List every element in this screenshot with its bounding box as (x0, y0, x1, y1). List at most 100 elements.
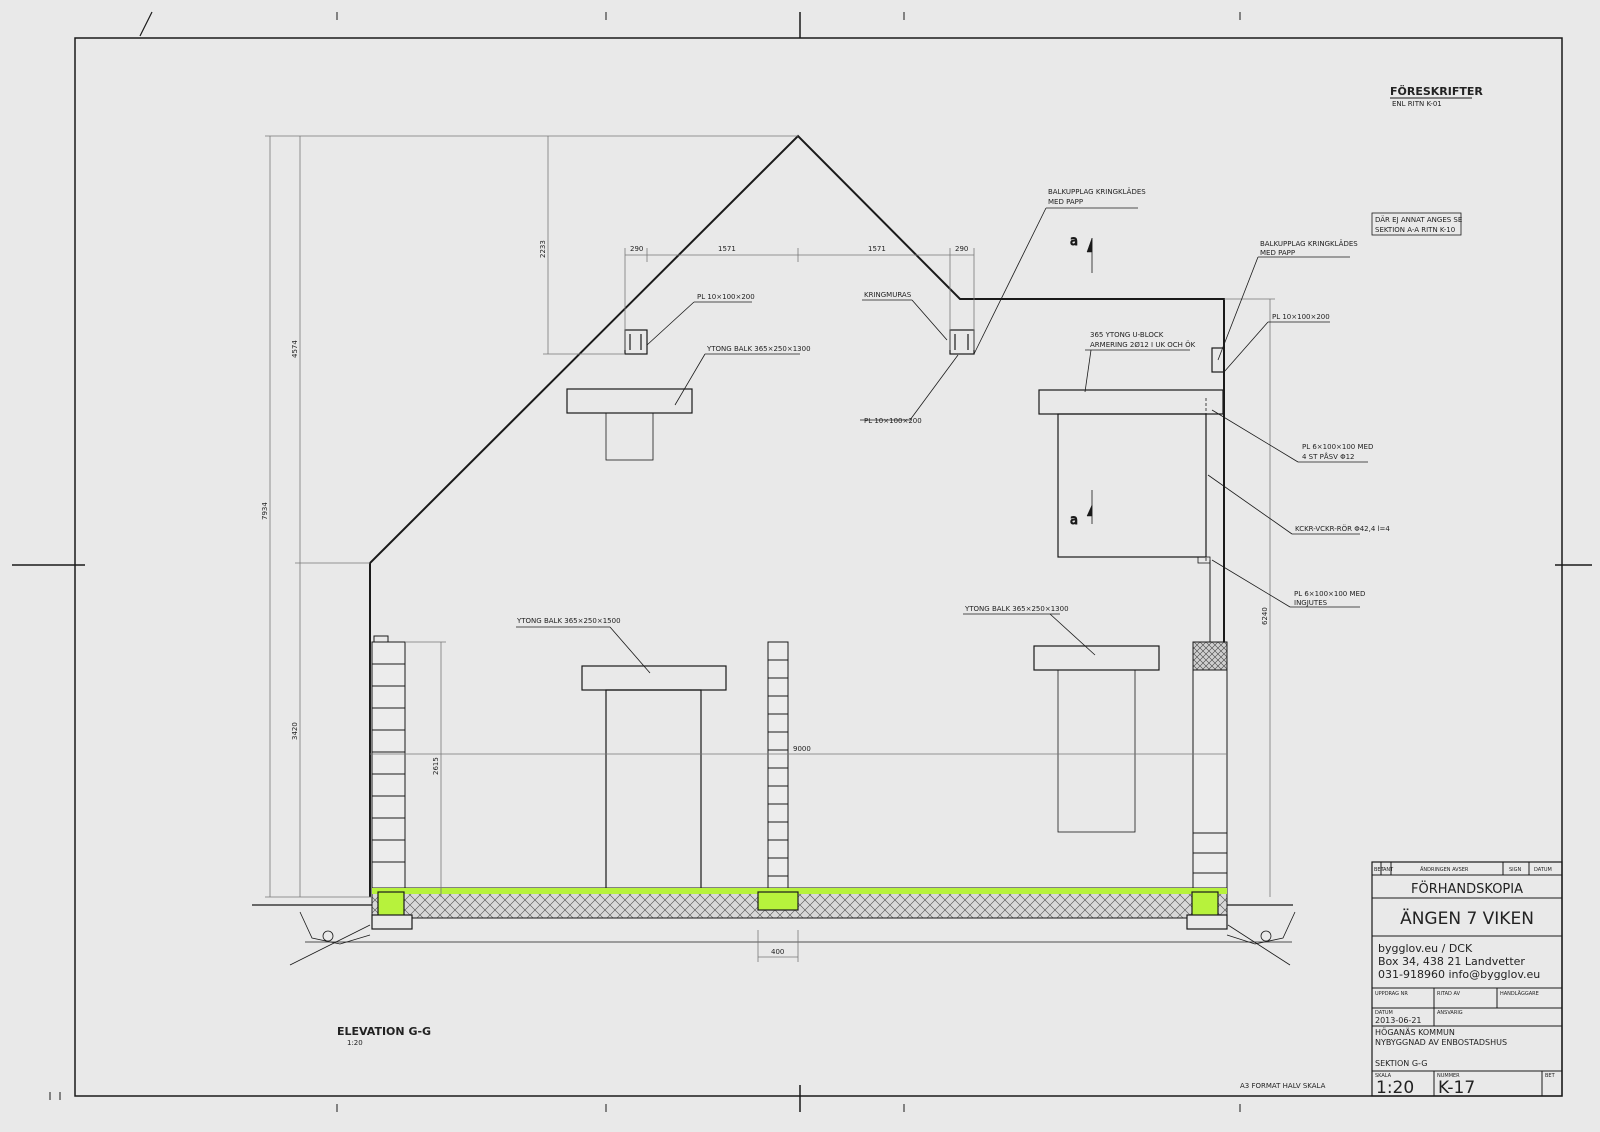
tb-nummer-label: NUMMER (1437, 1073, 1460, 1079)
leader-pl-left (646, 301, 695, 346)
annotation-texts: BALKUPPLAG KRINGKLÄDES MED PAPP BALKUPPL… (516, 187, 1390, 625)
title-block: BET ANT ÄNDRINGEN AVSER SIGN DATUM FÖRHA… (1371, 861, 1563, 1098)
right-wall-lintel (1192, 641, 1228, 671)
left-wall-cap (373, 635, 389, 643)
label-balkupplag2-l2: MED PAPP (1260, 249, 1295, 257)
label-pl6b-l1: PL 6×100×100 MED (1294, 590, 1365, 598)
rev-header-andringen: ÄNDRINGEN AVSER (1420, 866, 1469, 873)
footing-right-base (1186, 914, 1228, 930)
border-frame (74, 37, 1563, 1097)
opening-upper-left (605, 412, 654, 461)
rev-header-bet: BET (1374, 867, 1385, 873)
note-box (1371, 212, 1462, 236)
window-upper-right (1057, 413, 1207, 558)
leader-pl-right (1223, 321, 1269, 373)
label-kringmuras: KRINGMURAS (864, 291, 912, 299)
notes-subtitle: ENL RITN K-01 (1392, 100, 1442, 108)
section-markers: a a (1070, 234, 1093, 529)
tb-status: FÖRHANDSKOPIA (1411, 880, 1523, 897)
elevation-scale: 1:20 (347, 1039, 363, 1047)
elevation-label: ELEVATION G-G 1:20 A3 FORMAT HALV SKALA (337, 1025, 1326, 1090)
dim-2233: 2233 (539, 240, 547, 258)
label-pl-right: PL 10×100×200 (1272, 313, 1330, 321)
tb-firm-line2: Box 34, 438 21 Landvetter (1378, 955, 1525, 968)
label-balkupplag2-l1: BALKUPPLAG KRINGKLÄDES (1260, 239, 1358, 248)
dim-4574: 4574 (291, 340, 299, 358)
ytong-beam-lower-right (1033, 645, 1160, 671)
dimension-lines (265, 135, 1275, 962)
beam-support-right (1211, 347, 1225, 373)
footing-left-base (371, 914, 413, 930)
note-box-line2: SEKTION A-A RITN K-10 (1375, 226, 1455, 234)
tb-municipality: HÖGANÄS KOMMUN (1375, 1027, 1455, 1037)
foundation (289, 887, 1296, 966)
annotation-leaders (516, 207, 1368, 674)
footing-middle (757, 891, 799, 911)
leader-balkupplag1 (973, 207, 1047, 355)
dim-3420: 3420 (291, 722, 299, 740)
label-ytong-upper-left: YTONG BALK 365×250×1300 (706, 345, 811, 353)
leader-pl6 (1211, 409, 1299, 463)
ytong-beam-upper-left (566, 388, 693, 414)
leader-balkupplag2 (1217, 256, 1259, 361)
format-note: A3 FORMAT HALV SKALA (1240, 1082, 1326, 1090)
door-left-frame (605, 689, 702, 892)
tb-firm-line1: bygglov.eu / DCK (1378, 942, 1473, 955)
tb-bet-label: BET (1545, 1073, 1556, 1079)
drain-pipe-left (322, 930, 334, 942)
label-ublock-l1: 365 YTONG U-BLOCK (1090, 331, 1164, 339)
sheet-frame (12, 11, 1592, 1112)
steel-plate-bottom (1197, 556, 1211, 564)
right-masonry-wall (1192, 641, 1228, 896)
building-section (252, 134, 1293, 906)
rev-header-datum: DATUM (1534, 867, 1552, 873)
right-wall-lower (1192, 832, 1228, 896)
drain-left (299, 911, 371, 945)
ytong-beam-lower-left (581, 665, 727, 691)
tb-number: K-17 (1438, 1078, 1475, 1098)
section-marker-lower: a (1070, 513, 1078, 528)
roof-and-wall-outline (369, 134, 1225, 897)
label-balkupplag1-l2: MED PAPP (1048, 198, 1083, 206)
title-block-frame (1371, 861, 1563, 1097)
dim-290-right: 290 (955, 245, 968, 253)
label-ytong-lower-right: YTONG BALK 365×250×1300 (964, 605, 1069, 613)
ytong-ublock (1038, 389, 1224, 415)
dim-1571-left: 1571 (718, 245, 736, 253)
dim-400: 400 (771, 948, 784, 956)
right-wall-opening (1192, 669, 1228, 834)
label-pl6-l1: PL 6×100×100 MED (1302, 443, 1373, 451)
drain-right (1226, 911, 1296, 945)
label-pl-left: PL 10×100×200 (697, 293, 755, 301)
elevation-title: ELEVATION G-G (337, 1025, 431, 1038)
window-right (1057, 669, 1136, 833)
dim-6240: 6240 (1261, 607, 1269, 625)
leader-ublock (1084, 349, 1092, 393)
note-box-line1: DÄR EJ ANNAT ANGES SE (1375, 215, 1462, 224)
label-pl6-l2: 4 ST PÅSV Φ12 (1302, 452, 1355, 461)
tb-uppdrag-label: UPPDRAG NR (1375, 991, 1408, 997)
dim-290-left: 290 (630, 245, 643, 253)
insulation-strip (372, 888, 1227, 894)
leader-ytong-lower-left (609, 626, 651, 674)
leader-ytong-upper (674, 353, 706, 406)
ground-slope-right (1227, 924, 1291, 966)
tb-section: SEKTION G-G (1375, 1059, 1427, 1068)
dim-9000: 9000 (793, 745, 811, 753)
tb-scale: 1:20 (1376, 1078, 1414, 1098)
tb-ritad-label: RITAD AV (1437, 991, 1461, 997)
tb-handlaggare-label: HANDLÄGGARE (1500, 990, 1539, 997)
rev-header-sign: SIGN (1509, 867, 1522, 873)
middle-masonry-wall (767, 641, 789, 896)
label-pl-mid: PL 10×100×200 (864, 417, 922, 425)
beam-support-left (624, 329, 648, 355)
general-notes: FÖRESKRIFTER ENL RITN K-01 DÄR EJ ANNAT … (1371, 84, 1483, 236)
section-arrow-upper (1086, 237, 1093, 253)
tb-ansvarig-label: ANSVARIG (1437, 1010, 1463, 1016)
beam-support-mid (949, 329, 975, 355)
leader-ytong-lower-right (1049, 613, 1096, 656)
ground-slope-left (289, 924, 371, 966)
tb-date: 2013-06-21 (1375, 1016, 1422, 1025)
dim-2615: 2615 (432, 757, 440, 775)
